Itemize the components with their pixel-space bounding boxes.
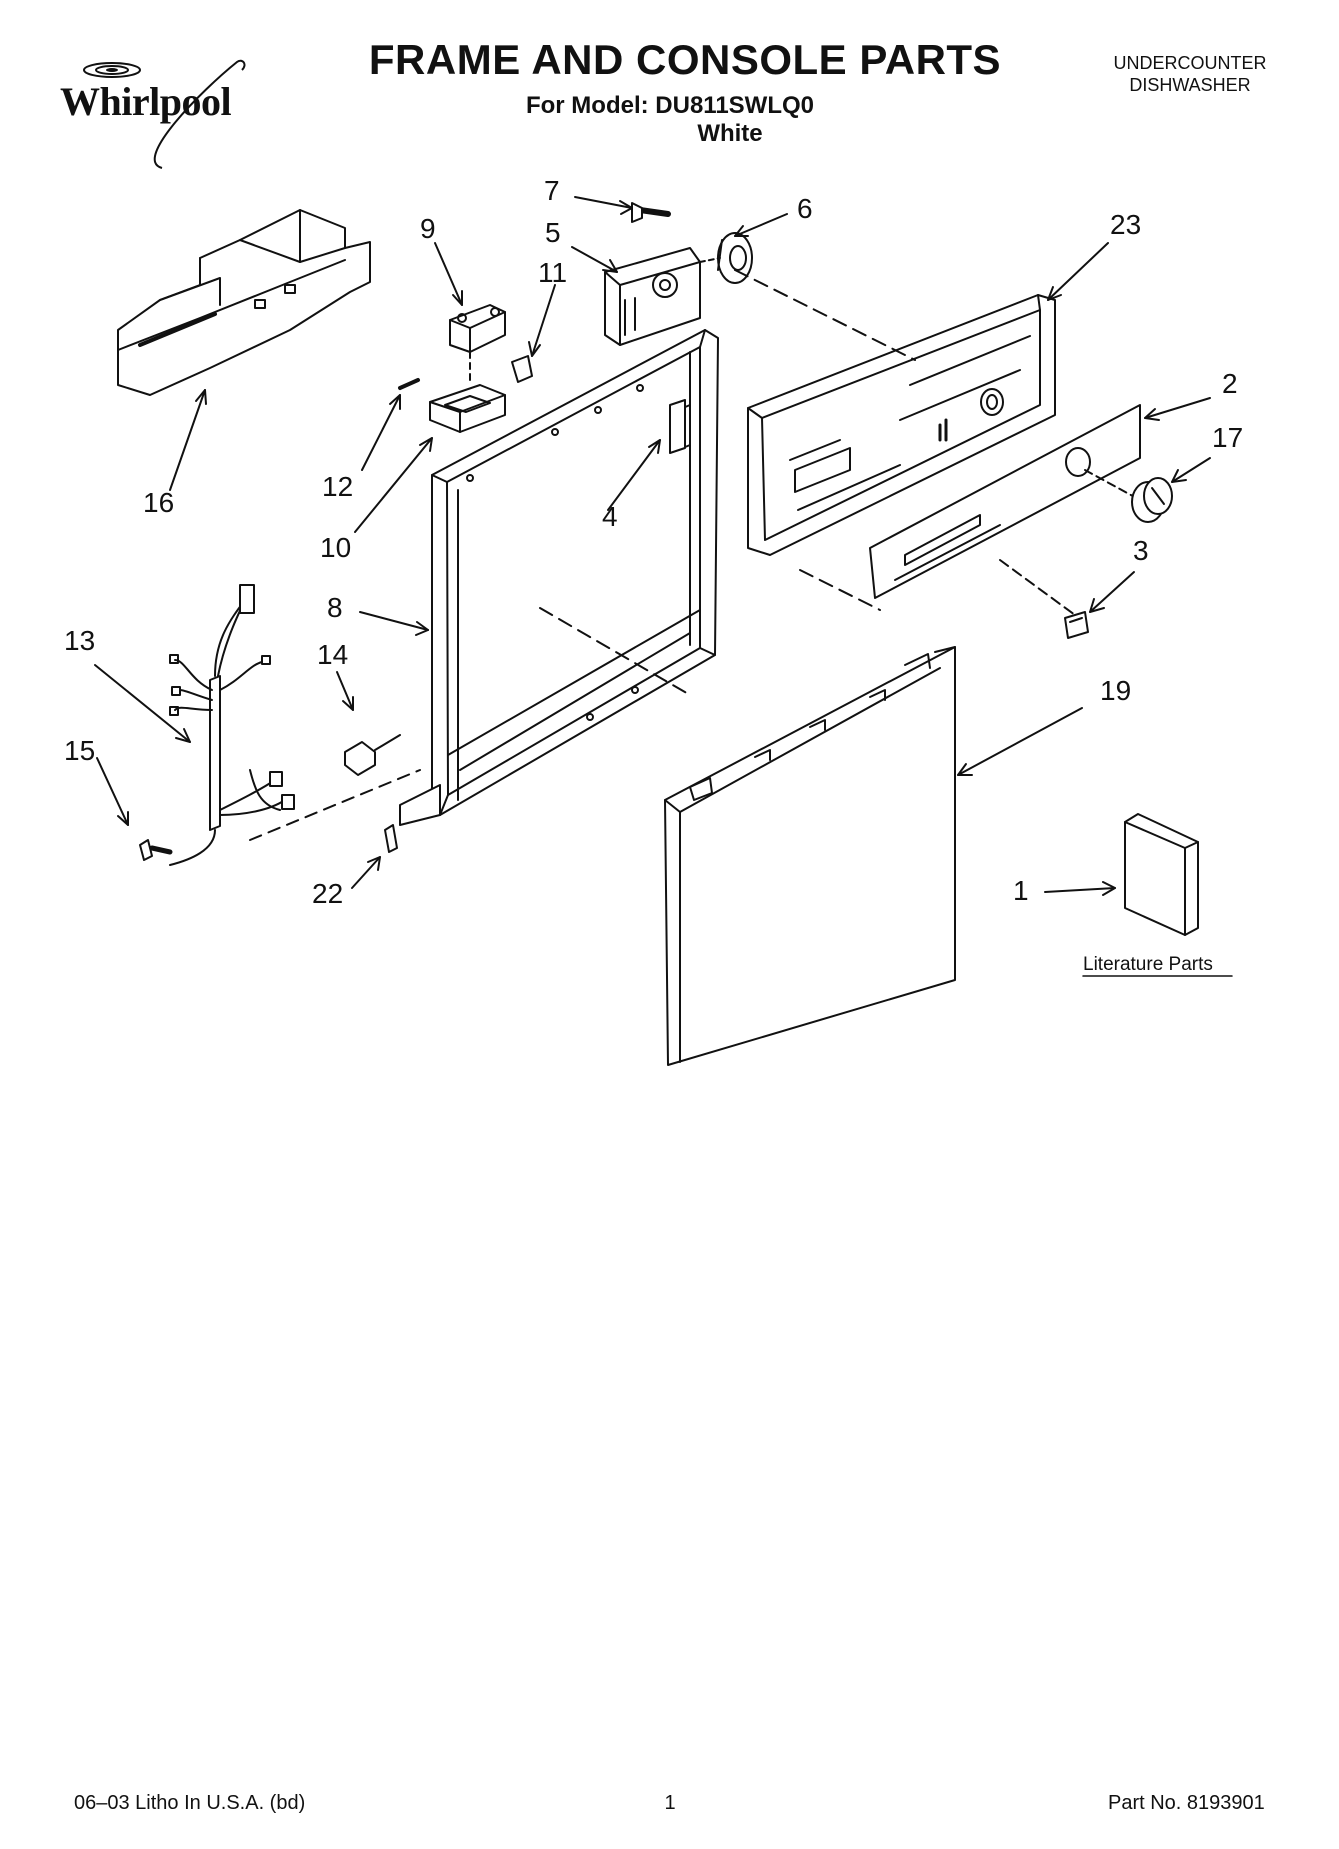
leader-arrows: [94, 196, 1211, 896]
part-12-pin: [398, 378, 420, 390]
part-15-screw: [139, 839, 173, 861]
part-16-vent: [117, 209, 371, 396]
callout-labels: 7 6 5 9 11 23 2 17 3 19 1 16 12 10 4 8 1…: [64, 175, 1243, 909]
callout-6: 6: [797, 193, 813, 224]
part-7-screw: [631, 202, 671, 223]
part-4-bracket: [669, 399, 686, 454]
footer-part-number: Part No. 8193901: [1108, 1792, 1265, 1814]
part-17-knob: [1084, 469, 1173, 523]
callout-8: 8: [327, 592, 343, 623]
callout-11: 11: [538, 257, 567, 288]
color-line: White: [697, 120, 763, 147]
callout-12: 12: [322, 471, 353, 502]
appliance-type: UNDERCOUNTER DISHWASHER: [1080, 52, 1300, 96]
part-23-console: [747, 294, 1056, 556]
exploded-parts-diagram: 7 6 5 9 11 23 2 17 3 19 1 16 12 10 4 8 1…: [64, 175, 1243, 1066]
callout-16: 16: [143, 487, 174, 518]
part-5-switch: [604, 247, 701, 346]
literature-parts-label: Literature Parts: [1083, 954, 1213, 975]
part-14-sensor: [344, 734, 401, 776]
callout-13: 13: [64, 625, 95, 656]
part-9-bracket: [449, 304, 506, 353]
callout-23: 23: [1110, 209, 1141, 240]
whirlpool-logo: Whirlpool: [60, 79, 232, 124]
callout-14: 14: [317, 639, 348, 670]
part-19-panel: [664, 646, 956, 1066]
callout-10: 10: [320, 532, 351, 563]
footer-print-info: 06–03 Litho In U.S.A. (bd): [74, 1792, 306, 1814]
callout-1: 1: [1013, 875, 1029, 906]
part-1-literature: [1124, 813, 1199, 936]
appliance-line-1: UNDERCOUNTER: [1113, 53, 1267, 73]
callout-2: 2: [1222, 368, 1238, 399]
part-3-latch: [1064, 611, 1089, 639]
part-22-clip: [384, 824, 398, 853]
callout-7: 7: [544, 175, 560, 206]
callout-15: 15: [64, 735, 95, 766]
part-2-overlay: [869, 404, 1141, 599]
callout-3: 3: [1133, 535, 1149, 566]
whirlpool-swirl-icon: [83, 59, 246, 169]
page-title: FRAME AND CONSOLE PARTS: [368, 36, 1002, 83]
part-11-clip: [511, 355, 533, 383]
callout-4: 4: [602, 501, 618, 532]
callout-9: 9: [420, 213, 436, 244]
callout-17: 17: [1212, 422, 1243, 453]
part-8-frame: [399, 329, 719, 826]
callout-22: 22: [312, 878, 343, 909]
part-13-harness: [169, 584, 295, 866]
footer-page-number: 1: [664, 1792, 676, 1814]
appliance-line-2: DISHWASHER: [1129, 75, 1251, 95]
callout-5: 5: [545, 217, 561, 248]
model-line: For Model: DU811SWLQ0: [525, 92, 815, 119]
callout-19: 19: [1100, 675, 1131, 706]
part-10-holder: [429, 384, 506, 433]
